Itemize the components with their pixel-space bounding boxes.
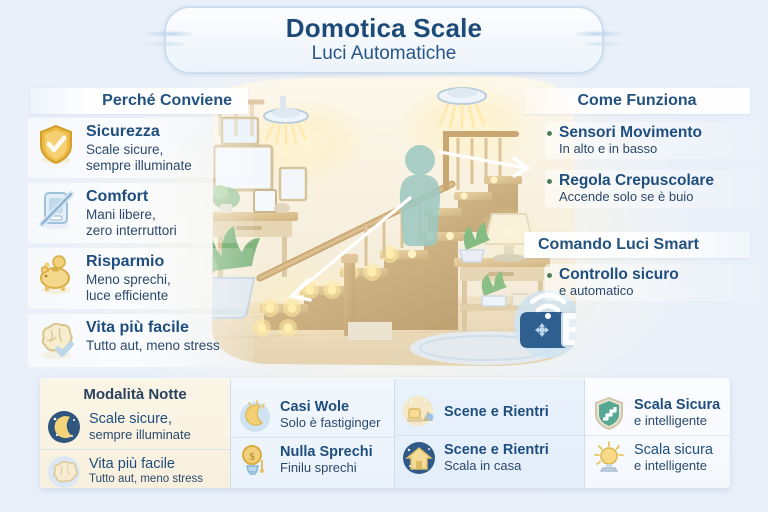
bottom-item-label: Scene e Rientri — [444, 441, 549, 458]
benefit-desc: Mani libere, zero interruttori — [86, 207, 177, 238]
living-room-icon — [401, 395, 437, 431]
shield-check-icon — [34, 122, 78, 166]
bottom-item-text: Scala sicura e intelligente — [634, 441, 713, 474]
shield-stairs-icon — [591, 395, 627, 431]
bottom-panel-title: Modalità Notte — [83, 386, 187, 403]
benefit-item-sicurezza: Sicurezza Scale sicure, sempre illuminat… — [28, 118, 254, 179]
bottom-item-sub: sempre illuminate — [89, 426, 191, 442]
staircase-illustration — [196, 72, 584, 372]
benefit-desc: Scale sicure, sempre illuminate — [86, 141, 192, 173]
bottom-item: Casi Wole Solo è fastiginger — [231, 393, 394, 437]
bottom-item-sub: e intelligente — [634, 412, 707, 428]
benefit-item-risparmio: Risparmio Meno sprechi, luce efficiente — [28, 248, 254, 309]
bottom-item: Scale sicure, sempre illuminate — [40, 405, 230, 449]
bottom-item-label: Scala sicura — [634, 441, 713, 458]
benefit-title: Comfort — [86, 188, 149, 206]
benefit-desc: Meno sprechi, luce efficiente — [86, 272, 171, 303]
right-section-heading-2: Comando Luci Smart — [524, 232, 750, 258]
title-banner: Domotica Scale Luci Automatiche — [164, 6, 632, 74]
benefit-item-comfort: Comfort Mani libere, zero interruttori — [28, 183, 254, 244]
benefit-text: Sicurezza Scale sicure, sempre illuminat… — [86, 122, 192, 173]
bottom-panel-modalita-notte: Modalità Notte Scale sicure, sempre illu… — [40, 379, 230, 488]
bottom-item-label: Scene e Rientri — [444, 404, 549, 421]
bottom-item-label: Scale sicure, — [89, 410, 173, 427]
bottom-item: Scala Sicura e intelligente — [585, 391, 730, 435]
how-title: Regola Crepuscolare — [559, 172, 715, 190]
right-section-heading: Come Funziona — [524, 88, 750, 114]
brain-check-icon — [34, 318, 78, 362]
bullet-dot — [547, 131, 552, 136]
piggy-bank-icon — [34, 252, 78, 296]
bottom-item-text: Scene e Rientri — [444, 404, 549, 421]
bottom-item: Scala sicura e intelligente — [585, 435, 730, 480]
bottom-item-sub: Tutto aut, meno stress — [89, 473, 203, 486]
page-title: Domotica Scale — [285, 12, 483, 43]
bottom-item-label: Casi Wole — [280, 398, 350, 415]
bottom-panel-casi-wole: Casi Wole Solo è fastiginger $ Nulla Spr… — [230, 379, 394, 488]
bottom-item-text: Scala Sicura e intelligente — [634, 396, 721, 429]
bottom-item: $ Nulla Sprechi Finilu sprechi — [231, 437, 394, 482]
bottom-item-sub: Finilu sprechi — [280, 459, 357, 475]
bottom-item-text: Casi Wole Solo è fastiginger — [280, 398, 381, 431]
how-desc: In alto e in basso — [559, 141, 658, 157]
how-title: Sensori Movimento — [559, 124, 702, 141]
how-item-sensori: Sensori Movimento In alto e in basso — [545, 122, 760, 160]
bottom-item-text: Vita più facile Tutto aut, meno stress — [89, 457, 203, 486]
how-it-works-list: Sensori Movimento In alto e in basso Reg… — [545, 122, 760, 219]
benefit-text: Vita più facile Tutto aut, meno stress — [86, 318, 220, 354]
bottom-item-label: Scala Sicura — [634, 396, 721, 413]
bullet-dot — [547, 179, 552, 185]
how-item-crepuscolare: Regola Crepuscolare Accende solo se è bu… — [545, 170, 760, 208]
page-subtitle: Luci Automatiche — [311, 43, 457, 65]
coin-bulb-icon: $ — [237, 442, 273, 478]
bullet-dot — [547, 273, 552, 278]
bottom-item-sub: Solo è fastiginger — [280, 414, 381, 430]
house-night-icon — [401, 440, 437, 476]
bottom-item-sub: Scala in casa — [444, 457, 522, 473]
phone-off-icon — [34, 187, 78, 231]
how-desc: Accende solo se è buio — [559, 189, 694, 205]
how-desc: e automatico — [559, 283, 634, 299]
benefit-title: Vita più facile — [86, 318, 189, 336]
bottom-item-label: Vita più facile — [89, 456, 175, 473]
brain-cloud-icon — [46, 454, 82, 488]
benefit-item-vita-piu-facile: Vita più facile Tutto aut, meno stress — [28, 313, 254, 367]
benefit-desc: Tutto aut, meno stress — [86, 337, 220, 353]
left-section-heading: Perché Conviene — [30, 88, 248, 114]
svg-text:$: $ — [249, 451, 255, 463]
how-item-controllo: Controllo sicuro e automatico — [545, 264, 760, 302]
bottom-item-sub: e intelligente — [634, 457, 707, 473]
moon-night-icon — [46, 409, 82, 445]
benefit-text: Comfort Mani libere, zero interruttori — [86, 187, 177, 238]
bottom-panel-scene-rientri: Scene e Rientri Scene e Rientri Scala in… — [394, 379, 584, 488]
benefit-title: Risparmio — [86, 253, 165, 271]
bottom-item-label: Nulla Sprechi — [280, 443, 373, 460]
bottom-panel-scala-sicura: Scala Sicura e intelligente Scala sicura — [584, 379, 730, 488]
lightbulb-icon — [591, 440, 627, 476]
bottom-item: Scene e Rientri — [395, 391, 584, 435]
bottom-item: Scene e Rientri Scala in casa — [395, 435, 584, 480]
bottom-item: Vita più facile Tutto aut, meno stress — [40, 449, 230, 488]
smart-control-list: Controllo sicuro e automatico — [545, 264, 760, 312]
bottom-item-text: Scene e Rientri Scala in casa — [444, 441, 549, 474]
benefits-list: Sicurezza Scale sicure, sempre illuminat… — [28, 118, 254, 372]
bottom-feature-strip: Modalità Notte Scale sicure, sempre illu… — [40, 378, 730, 488]
how-title: Controllo sicuro — [559, 266, 679, 283]
moon-stars-icon — [237, 397, 273, 433]
benefit-text: Risparmio Meno sprechi, luce efficiente — [86, 252, 171, 303]
bottom-item-text: Nulla Sprechi Finilu sprechi — [280, 443, 373, 476]
bottom-item-text: Scale sicure, sempre illuminate — [89, 410, 191, 443]
benefit-title: Sicurezza — [86, 123, 160, 140]
